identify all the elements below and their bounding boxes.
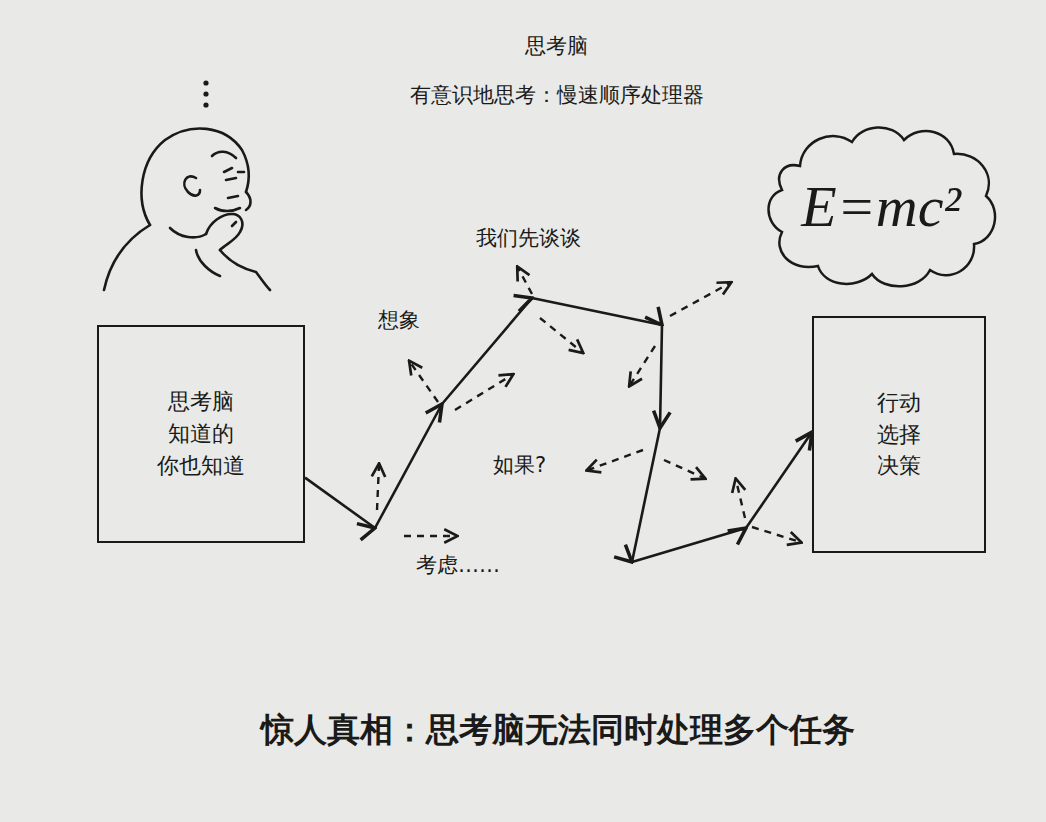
action-box: 行动 选择 决策 — [812, 316, 986, 553]
thought-path-arrow — [305, 298, 812, 562]
step-label: 如果? — [491, 451, 548, 479]
figure-caption: 惊人真相：思考脑无法同时处理多个任务 — [261, 708, 855, 753]
box-text: 思考脑 知道的 你也知道 — [155, 386, 247, 482]
knowledge-box: 思考脑 知道的 你也知道 — [97, 325, 305, 543]
subtitle: 有意识地思考：慢速顺序处理器 — [408, 81, 706, 109]
step-label: 我们先谈谈 — [474, 224, 583, 252]
thinker-figure — [104, 129, 270, 290]
diagram-title: 思考脑 — [525, 32, 588, 60]
thinking-dots — [203, 80, 208, 107]
thought-cloud: E=mc² — [760, 118, 1002, 294]
formula-text: E=mc² — [801, 173, 961, 240]
box-text: 行动 选择 决策 — [875, 387, 923, 483]
step-label: 想象 — [376, 306, 422, 334]
step-label: 考虑…… — [414, 551, 502, 579]
